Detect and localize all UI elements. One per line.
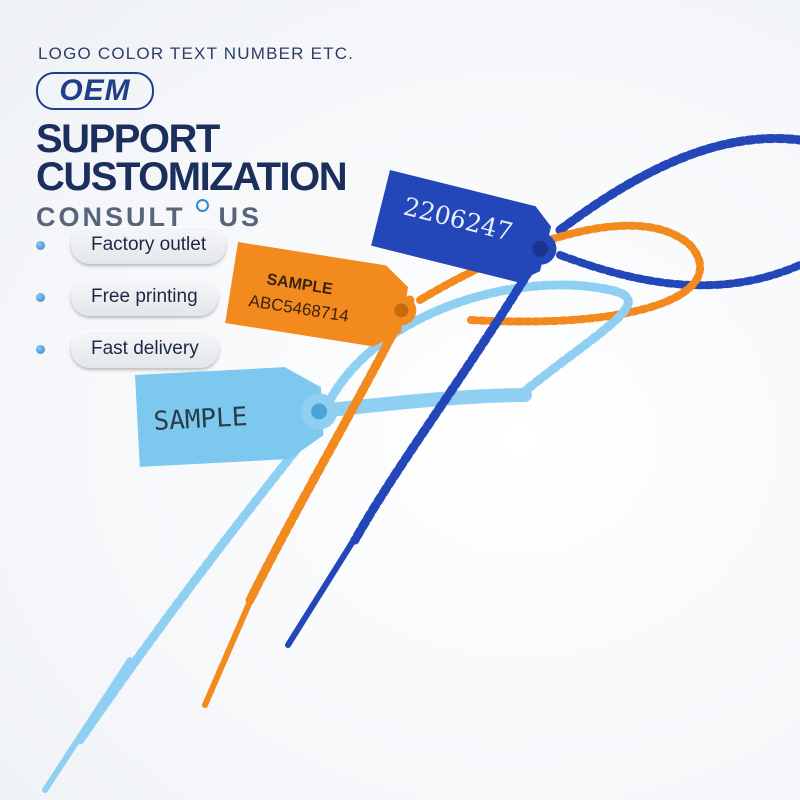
dark-blue-strap-tail	[350, 240, 550, 545]
oem-badge: OEM	[36, 72, 154, 110]
dark-blue-strap-loop	[555, 133, 800, 235]
header-block: LOGO COLOR TEXT NUMBER ETC. OEM SUPPORT …	[36, 44, 376, 233]
orange-tag	[225, 242, 417, 347]
orange-strap-tail	[245, 295, 415, 605]
headline: SUPPORT CUSTOMIZATION	[36, 117, 376, 199]
bullet-dot-icon	[36, 344, 45, 354]
headline-line-1: SUPPORT	[36, 117, 220, 161]
feature-item-factory-outlet: Factory outlet	[36, 226, 227, 264]
orange-strap-tip	[202, 587, 258, 708]
light-blue-tag	[135, 367, 338, 467]
dark-blue-strap-lower	[556, 251, 800, 290]
feature-pill: Factory outlet	[71, 226, 227, 264]
feature-pill: Free printing	[71, 278, 218, 316]
tagline: LOGO COLOR TEXT NUMBER ETC.	[38, 44, 355, 63]
feature-item-free-printing: Free printing	[36, 278, 218, 316]
bullet-dot-icon	[36, 240, 45, 250]
light-blue-strap-tail	[75, 415, 325, 745]
consult-right: US	[218, 202, 263, 232]
light-blue-strap-tip	[42, 657, 133, 793]
feature-pill: Fast delivery	[71, 330, 219, 368]
ring-dot-icon	[195, 199, 209, 212]
bullet-dot-icon	[36, 292, 45, 302]
headline-line-2: CUSTOMIZATION	[36, 155, 348, 199]
dark-blue-strap-tip	[285, 527, 363, 648]
dark-blue-tag	[371, 170, 557, 282]
light-blue-tag-text: SAMPLE	[153, 402, 248, 437]
feature-item-fast-delivery: Fast delivery	[36, 330, 219, 368]
